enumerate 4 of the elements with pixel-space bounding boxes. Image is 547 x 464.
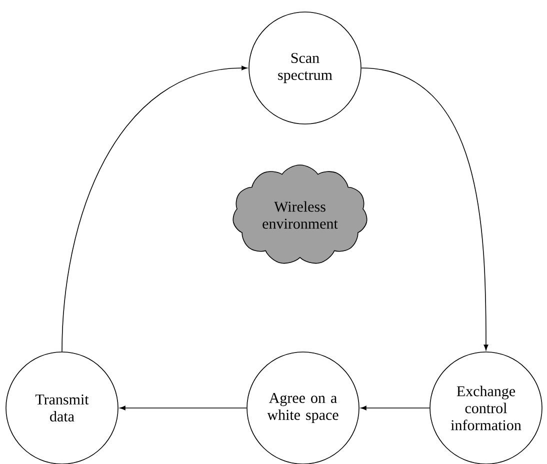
arrow [361, 68, 488, 350]
arrow [120, 406, 247, 410]
arrow [62, 66, 248, 352]
arrow [360, 406, 430, 410]
